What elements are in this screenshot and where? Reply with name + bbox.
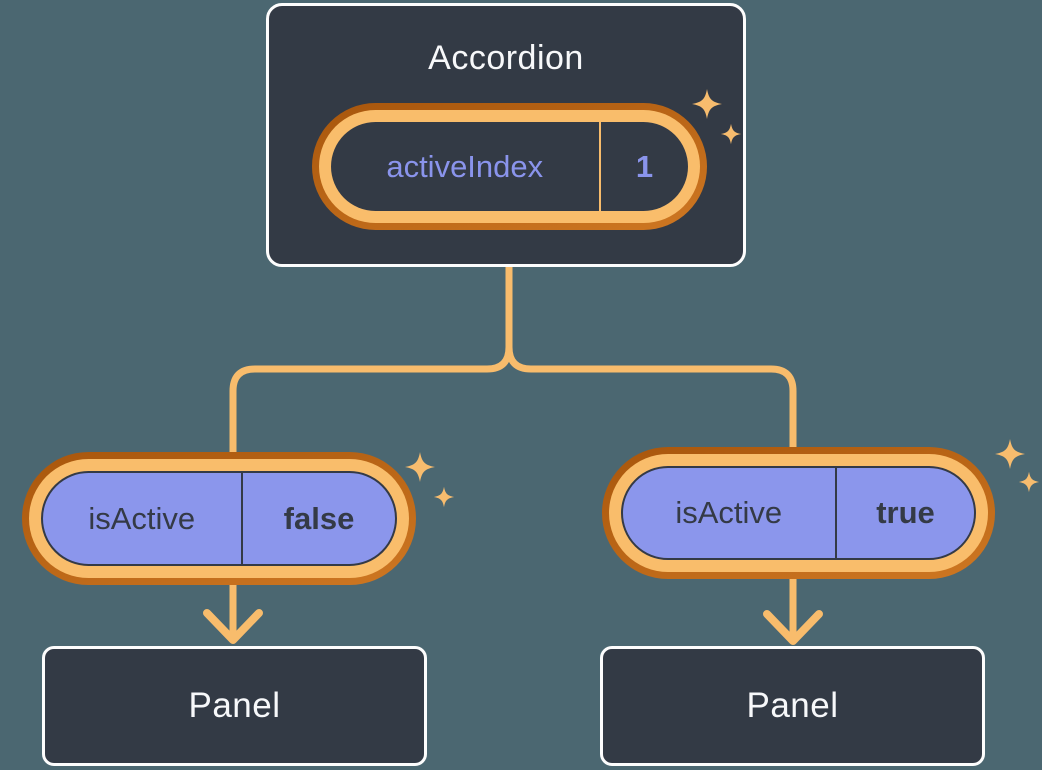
state-pill-ring: activeIndex 1: [319, 110, 700, 223]
sparkle-icon: [692, 89, 742, 145]
prop-pill-ring: isActive false: [29, 459, 409, 578]
pill-divider: [598, 122, 601, 211]
pill-divider: [834, 468, 837, 558]
prop-pill-ring: isActive true: [609, 454, 988, 572]
prop-name: isActive: [675, 495, 783, 530]
sparkle-icon: [405, 452, 455, 508]
prop-name: isActive: [88, 500, 196, 536]
pill-divider: [240, 473, 243, 564]
accordion-title: Accordion: [428, 39, 584, 77]
panel-box: Panel: [42, 646, 427, 766]
panel-box: Panel: [600, 646, 985, 766]
prop-pill-isactive-true: isActive true: [602, 447, 995, 579]
prop-value: true: [876, 495, 935, 530]
panel-title: Panel: [746, 686, 839, 725]
prop-value: false: [283, 500, 355, 536]
sparkle-icon: [995, 439, 1040, 493]
prop-pill-isactive-false: isActive false: [22, 452, 416, 585]
arrow-down-icon: [763, 610, 823, 645]
state-pill: activeIndex 1: [312, 103, 707, 230]
arrow-down-icon: [203, 609, 263, 644]
state-name: activeIndex: [386, 148, 544, 184]
connector-trunk-right: [505, 258, 797, 644]
panel-title: Panel: [188, 686, 281, 725]
state-value: 1: [635, 148, 654, 184]
